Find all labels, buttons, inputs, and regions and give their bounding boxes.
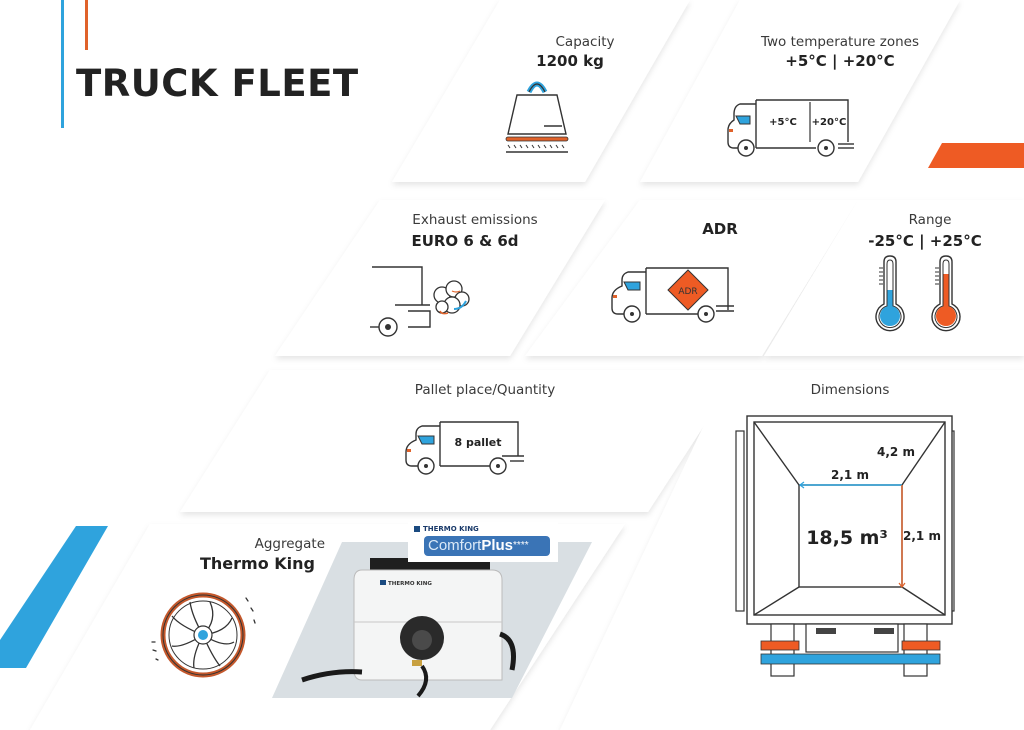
stars-text: **** — [513, 540, 529, 551]
dimensions-label: Dimensions — [810, 382, 890, 398]
blue-accent-bar — [0, 526, 108, 668]
adr-sign-text: ADR — [678, 287, 697, 297]
cargo-box-rear-icon: 4,2 m 2,1 m 2,1 m 18,5 m³ — [735, 415, 955, 677]
panel-pallets — [180, 370, 740, 512]
panel-emissions — [275, 200, 605, 356]
range-label: Range — [908, 212, 952, 228]
height-text: 2,1 m — [903, 529, 941, 543]
aggregate-value: Thermo King — [199, 554, 315, 573]
comfort-text: Comfort — [428, 537, 482, 554]
plus-text: Plus — [481, 537, 514, 554]
truck-adr-icon: ADR — [611, 267, 734, 323]
hot-thermometer — [931, 255, 961, 332]
truck-pallet-icon: 8 pallet — [405, 421, 524, 475]
fan-icon — [151, 592, 256, 678]
width-text: 2,1 m — [831, 468, 869, 482]
panel-capacity — [392, 0, 690, 182]
accent-line-orange — [85, 0, 88, 50]
pallet-count-text: 8 pallet — [454, 436, 501, 449]
adr-value: ADR — [702, 220, 738, 238]
panel-temp-zones — [640, 0, 960, 182]
emissions-value: EURO 6 & 6d — [411, 232, 519, 250]
volume-text: 18,5 m³ — [806, 527, 888, 549]
accent-line-blue — [61, 0, 64, 128]
range-value: -25°C | +25°C — [868, 232, 982, 250]
temp-zones-value: +5°C | +20°C — [785, 52, 895, 70]
depth-text: 4,2 m — [877, 445, 915, 459]
capacity-value: 1200 kg — [536, 52, 604, 70]
cloud — [433, 280, 470, 314]
orange-accent-bar — [928, 143, 1024, 168]
pallets-label: Pallet place/Quantity — [414, 382, 556, 398]
weight-icon — [505, 81, 569, 153]
thermo-king-logo-icon — [414, 526, 420, 532]
thermo-king-unit-photo: THERMO KING — [272, 542, 592, 698]
truck-two-zones-icon: +5°C +20°C — [727, 99, 854, 157]
thermometers-icon — [875, 255, 961, 332]
page-title: TRUCK FLEET — [76, 62, 359, 105]
thermo-king-logo-text: THERMO KING — [423, 525, 479, 533]
exhaust-cloud-icon — [370, 266, 470, 337]
zone1-text: +5°C — [769, 117, 797, 128]
zone2-text: +20°C — [812, 117, 847, 128]
aggregate-label: Aggregate — [254, 536, 325, 552]
temp-zones-label: Two temperature zones — [761, 34, 919, 50]
unit-brand-text: THERMO KING — [388, 581, 432, 587]
emissions-label: Exhaust emissions — [412, 212, 538, 228]
cold-thermometer — [875, 255, 905, 332]
comfort-plus-pill: ComfortPlus**** — [424, 536, 550, 556]
thermo-king-logo: THERMO KING — [414, 525, 479, 533]
comfort-plus-badge: THERMO KING ComfortPlus**** — [408, 522, 558, 562]
capacity-label: Capacity — [555, 34, 615, 50]
